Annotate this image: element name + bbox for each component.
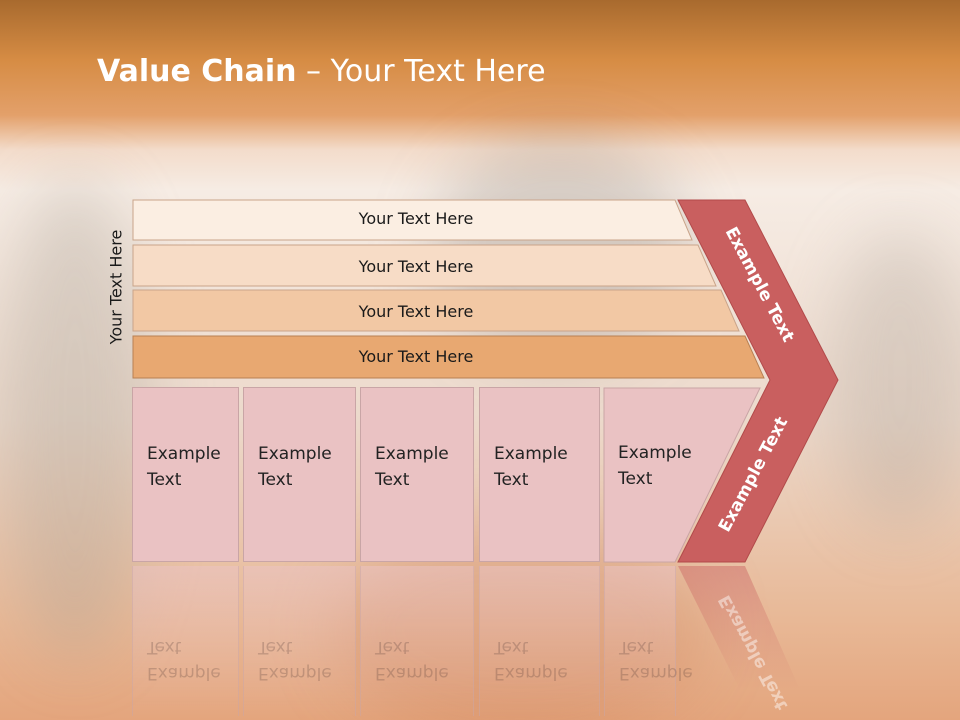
primary-cell-2-line1: Example — [258, 444, 332, 464]
margin-arrow-reflection — [678, 566, 800, 690]
reflection-5-line2: Text — [619, 637, 654, 657]
primary-cell-5-shape[interactable] — [603, 387, 761, 563]
primary-cell-3-reflection: Example Text — [360, 566, 474, 716]
support-bar-2[interactable] — [132, 244, 717, 287]
reflection-1-line1: Example — [147, 663, 221, 683]
primary-cell-1-reflection: Example Text — [132, 566, 239, 716]
primary-cell-3-line2: Text — [375, 470, 410, 490]
margin-arrow[interactable] — [677, 199, 839, 563]
support-bar-4[interactable] — [132, 335, 765, 379]
slide-title: Value Chain – Your Text Here — [97, 54, 546, 89]
primary-cell-5[interactable]: Example Text — [604, 387, 694, 562]
primary-cell-3-line1: Example — [375, 444, 449, 464]
reflection-1-line2: Text — [147, 637, 182, 657]
primary-cell-2-line2: Text — [258, 470, 293, 490]
reflection-4-line1: Example — [494, 663, 568, 683]
title-rest: – Your Text Here — [296, 54, 546, 89]
primary-cell-2-reflection: Example Text — [243, 566, 356, 716]
primary-cell-5-line1: Example — [618, 443, 692, 463]
primary-cell-2[interactable]: Example Text — [243, 387, 356, 562]
primary-cell-5-line2: Text — [618, 469, 653, 489]
reflection-3-line2: Text — [375, 637, 410, 657]
support-bar-1-label: Your Text Here — [358, 209, 474, 228]
support-bar-2-label: Your Text Here — [358, 257, 474, 276]
support-bar-1[interactable] — [132, 199, 693, 241]
reflection-4-line2: Text — [494, 637, 529, 657]
primary-cell-1-line2: Text — [147, 470, 182, 490]
primary-cell-4-line1: Example — [494, 444, 568, 464]
primary-cell-3[interactable]: Example Text — [360, 387, 474, 562]
primary-cell-1[interactable]: Example Text — [132, 387, 239, 562]
primary-cell-5-reflection: Example Text — [604, 566, 693, 716]
primary-cell-1-line1: Example — [147, 444, 221, 464]
title-bold: Value Chain — [97, 54, 297, 89]
support-bar-4-label: Your Text Here — [358, 347, 474, 366]
reflection-2-line1: Example — [258, 663, 332, 683]
reflection-3-line1: Example — [375, 663, 449, 683]
support-bar-3-label: Your Text Here — [358, 302, 474, 321]
primary-cell-4-line2: Text — [494, 470, 529, 490]
reflection-5-line1: Example — [619, 663, 693, 683]
support-bar-3[interactable] — [132, 289, 740, 332]
primary-cell-4[interactable]: Example Text — [479, 387, 600, 562]
primary-cell-4-reflection: Example Text — [479, 566, 600, 716]
reflection-2-line2: Text — [258, 637, 293, 657]
